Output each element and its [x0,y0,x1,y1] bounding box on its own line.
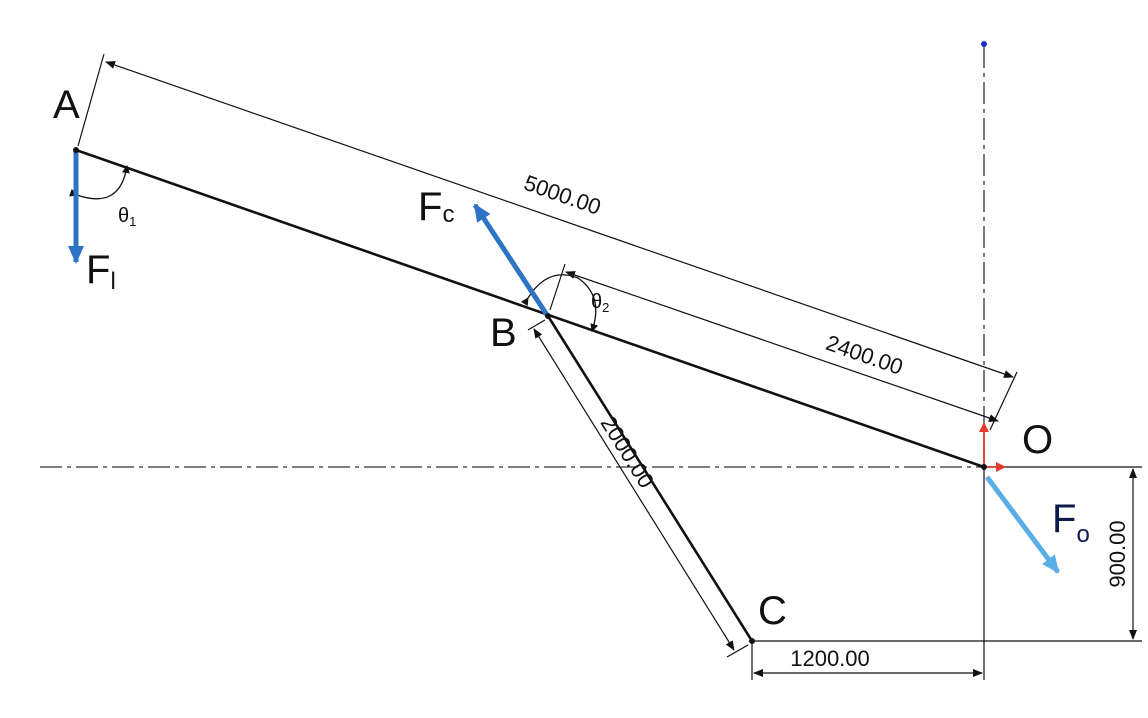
theta1-label: θ1 [118,205,136,229]
extension-line-O-perp-long [989,371,1018,431]
force-Fo-arrow [984,475,1061,574]
force-Fo-label: Fo [1052,497,1090,548]
dimension-horizontal-text: 1200.00 [790,646,870,671]
dimension-AO-text: 5000.00 [521,170,604,220]
point-B-label: B [490,311,517,355]
origin-marker [981,41,987,47]
joint-O [981,464,987,470]
point-O-label: O [1022,418,1053,462]
force-Fc-label: Fc [418,185,454,229]
member-AO [75,148,985,469]
theta1-arc [69,165,130,200]
extension-line-A-perp [77,53,105,147]
theta2-arc [520,274,599,332]
extension-line-B-perp [549,263,566,311]
dimension-line-BC [533,328,735,651]
dimension-line-BO [565,271,999,422]
point-A-label: A [53,83,80,127]
extension-line-B-perp-BC [527,319,546,331]
force-Fl-label: Fl [86,248,116,295]
dimension-BO-text: 2400.00 [823,330,906,380]
joint-A [73,147,79,153]
dimension-vertical-text: 900.00 [1105,520,1130,587]
point-C-label: C [758,589,787,633]
extension-line-C-perp-BC [726,644,749,658]
joint-C [749,638,755,644]
dimension-BC-text: 2000.00 [596,412,659,493]
joint-B [545,313,551,319]
force-Fc-arrow [472,203,550,317]
theta2-label: θ2 [591,291,609,315]
dimension-line-AO [105,61,1014,378]
